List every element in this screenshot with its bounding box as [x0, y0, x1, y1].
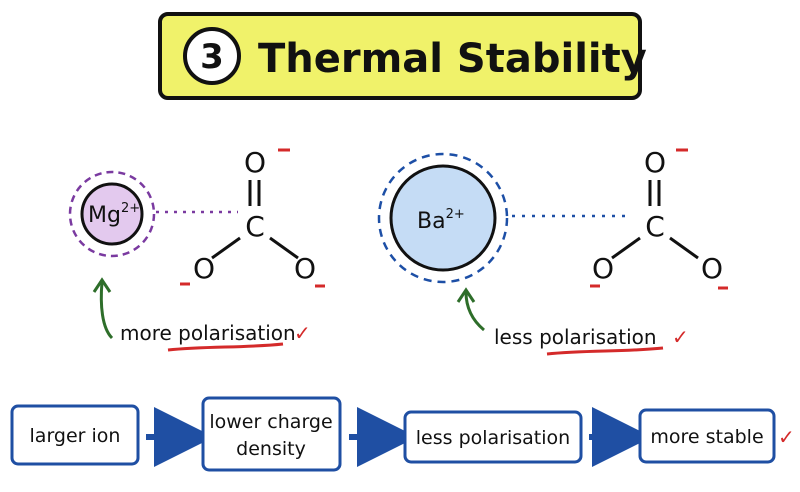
flow-step-2-line-1: lower charge — [209, 411, 332, 433]
title-number-circle — [183, 27, 241, 85]
carbonate-right-top-oxygen: O — [644, 146, 666, 179]
flow-step-1: larger ion — [30, 425, 121, 447]
green-arrow-right — [464, 291, 485, 332]
ba-ion-label: Ba2+ — [417, 207, 465, 234]
carbonate-left: O C O O — [180, 146, 325, 288]
carbonate-right-carbon: C — [645, 210, 665, 243]
page-title: Thermal Stability — [258, 36, 647, 82]
right-caption-underline — [546, 346, 664, 356]
right-check-icon: ✓ — [672, 325, 689, 349]
right-caption: less polarisation — [494, 325, 657, 349]
left-caption: more polarisation — [120, 321, 296, 345]
left-caption-underline — [167, 342, 284, 352]
ba-outer-dashed-ring — [377, 152, 509, 284]
carbonate-right: O C O O — [590, 146, 728, 290]
flow-box-more-stable — [638, 408, 776, 464]
flow-box-lower-charge-density — [201, 396, 342, 472]
green-arrow-left-head — [92, 277, 112, 293]
left-check-icon: ✓ — [294, 321, 311, 345]
single-bond-left — [211, 236, 241, 260]
single-bond-right — [269, 236, 299, 260]
carbonate-right-lower-oxygen-1: O — [592, 252, 614, 285]
flow-chain: larger ion lower charge density less pol… — [10, 396, 795, 472]
single-bond-left — [611, 236, 641, 260]
flow-box-less-polarisation — [403, 410, 583, 464]
mg-outer-dashed-ring — [68, 170, 156, 258]
title-banner-box — [158, 12, 642, 100]
carbonate-left-lower-oxygen-1: O — [193, 252, 215, 285]
green-arrow-right-head — [456, 287, 476, 303]
flow-step-4: more stable — [650, 426, 763, 448]
carbonate-right-lower-oxygen-2: O — [701, 252, 723, 285]
carbonate-left-lower-oxygen-2: O — [294, 252, 316, 285]
ba-ion: Ba2+ — [377, 152, 509, 284]
mg-ion-label: Mg2+ — [88, 201, 140, 228]
flow-step-3: less polarisation — [416, 427, 570, 449]
title-number: 3 — [200, 37, 224, 77]
single-bond-right — [669, 236, 699, 260]
carbonate-left-top-oxygen: O — [244, 146, 266, 179]
flow-check-icon: ✓ — [778, 425, 795, 449]
mg-ion-circle — [80, 182, 144, 246]
carbonate-left-carbon: C — [245, 210, 265, 243]
mg-ion: Mg2+ — [68, 170, 156, 258]
title-banner: 3 Thermal Stability — [158, 12, 647, 100]
green-arrow-left — [99, 281, 114, 340]
flow-box-larger-ion — [10, 404, 140, 466]
flow-step-2-line-2: density — [236, 438, 306, 460]
ba-ion-circle — [389, 164, 497, 272]
